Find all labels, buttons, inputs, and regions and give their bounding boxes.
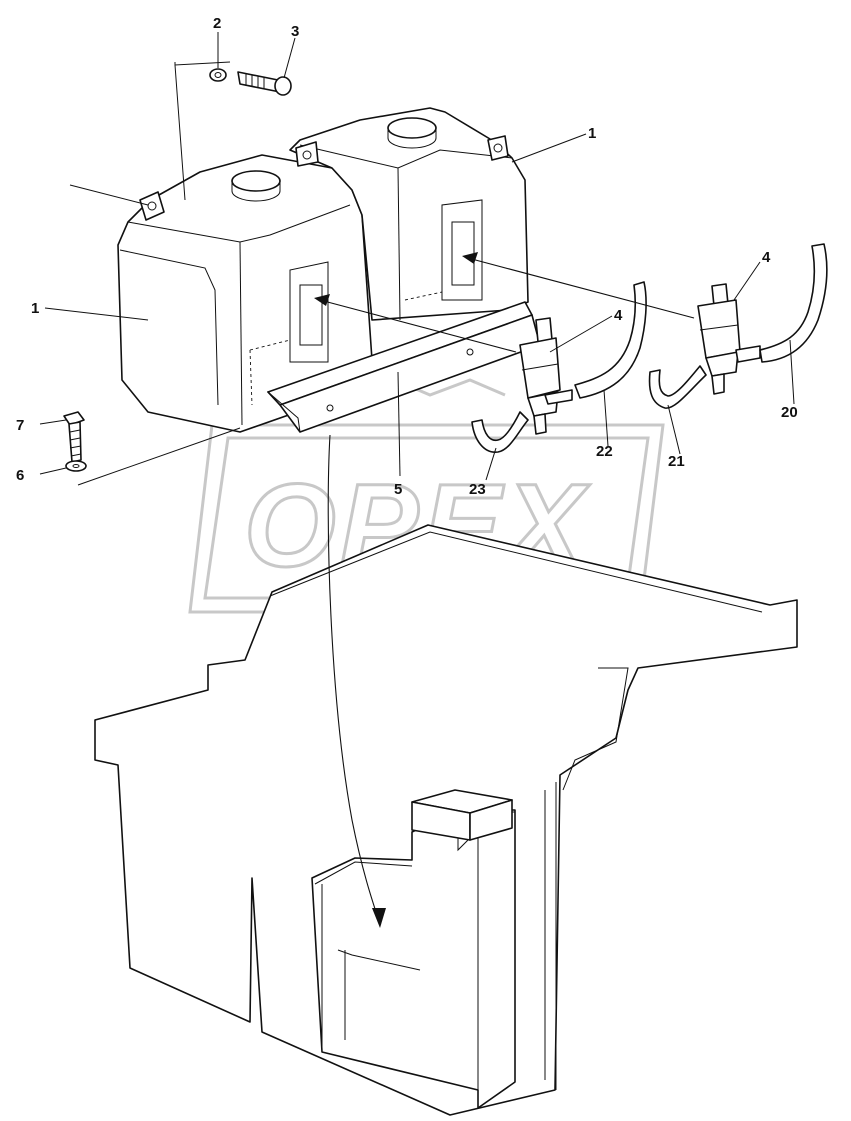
washer-reservoir-left (117, 154, 373, 433)
bolt-and-washer-bottom (63, 411, 87, 472)
callout-4-rear: 4 (762, 249, 771, 266)
mounting-panel (94, 524, 798, 1116)
callout-5: 5 (394, 481, 402, 498)
callout-20: 20 (781, 404, 798, 421)
callout-21: 21 (668, 453, 685, 470)
callout-23: 23 (469, 481, 486, 498)
arrow-head-right (462, 252, 478, 264)
leader-lines (39, 32, 795, 486)
callout-22: 22 (596, 443, 613, 460)
callout-6: 6 (16, 467, 24, 484)
hose-set (471, 243, 828, 453)
washer-reservoir-right (289, 107, 529, 321)
callout-4-front: 4 (614, 307, 623, 324)
assembly-arrows (314, 252, 695, 928)
callout-3: 3 (291, 23, 299, 40)
callout-7: 7 (16, 417, 24, 434)
callout-1-right: 1 (588, 125, 596, 142)
arrow-head-down (372, 908, 386, 928)
callout-2: 2 (213, 15, 221, 32)
callout-1-left: 1 (31, 300, 39, 317)
washer-pump-front (519, 317, 573, 435)
washer-pump-rear (697, 283, 761, 395)
callout-labels: 2 3 1 1 4 4 5 22 21 20 23 7 6 (16, 15, 798, 498)
arrow-head-left (314, 294, 330, 306)
bolt-and-washer-top (209, 68, 292, 96)
